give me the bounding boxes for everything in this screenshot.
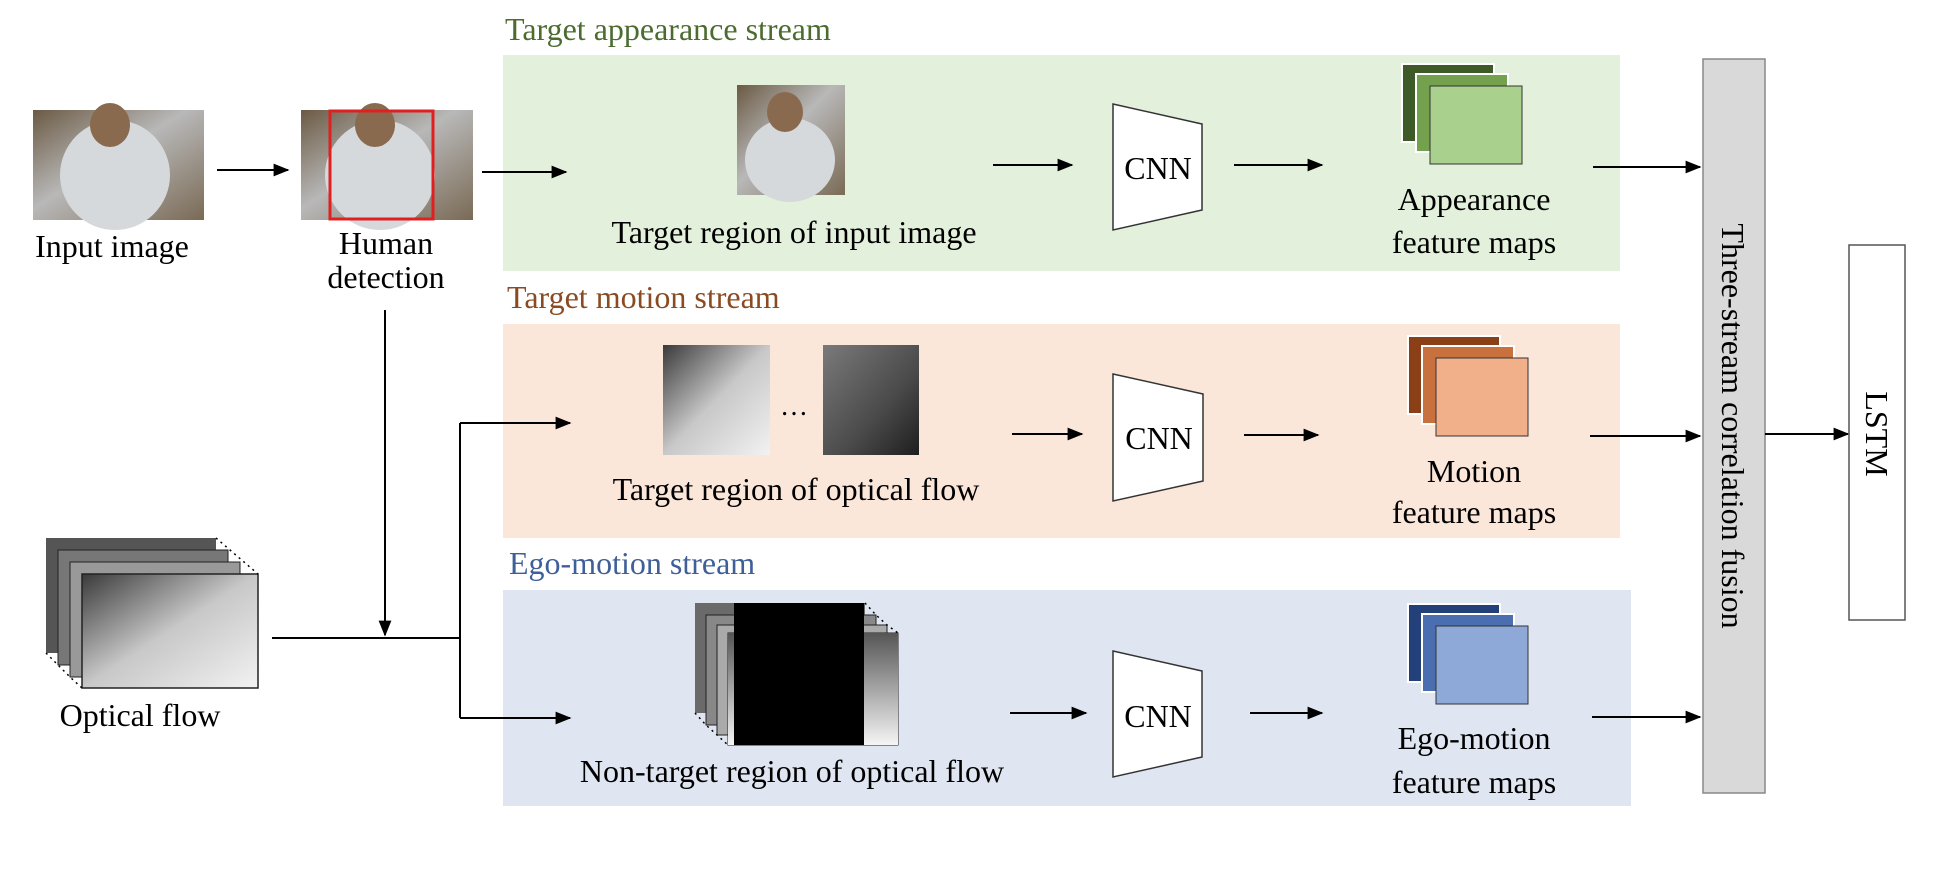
target-region-image-label: Target region of input image: [611, 214, 976, 250]
non-target-region-flow-stack: [694, 602, 899, 746]
human-detection-label-line2: detection: [327, 259, 444, 295]
fusion-label: Three-stream correlation fusion: [1715, 223, 1751, 628]
motion-feature-maps-label-line2: feature maps: [1392, 494, 1556, 530]
ego-motion-feature-map-layer-3: [1435, 625, 1529, 705]
human-detection-thumbnail: [301, 103, 473, 230]
appearance-cnn-block: [1112, 103, 1203, 231]
input-image-label: Input image: [35, 228, 189, 264]
motion-feature-maps-icon: [1407, 335, 1529, 437]
detection-bounding-box: [328, 109, 435, 221]
fusion-block: [1702, 58, 1766, 794]
motion-cnn-label: CNN: [1125, 420, 1193, 456]
motion-stream-title: Target motion stream: [507, 279, 780, 315]
appearance-stream-title: Target appearance stream: [505, 11, 831, 47]
appearance-cnn-label: CNN: [1124, 150, 1192, 186]
non-target-region-flow-label: Non-target region of optical flow: [580, 753, 1004, 789]
motion-feature-map-layer-3: [1435, 357, 1529, 437]
appearance-feature-maps-icon: [1401, 63, 1523, 165]
ego-cnn-label: CNN: [1124, 698, 1192, 734]
ego-motion-feature-maps-label-line2: feature maps: [1392, 764, 1556, 800]
ego-motion-feature-maps-label-line1: Ego-motion: [1398, 720, 1551, 756]
appearance-feature-maps-label-line2: feature maps: [1392, 224, 1556, 260]
target-region-image-thumbnail: [737, 85, 845, 202]
lstm-label: LSTM: [1859, 391, 1895, 476]
input-image-thumbnail: [33, 103, 204, 230]
appearance-feature-maps-label-line1: Appearance: [1398, 181, 1551, 217]
human-detection-label-line1: Human: [339, 225, 433, 261]
ego-cnn-block: [1112, 650, 1203, 778]
appearance-feature-map-layer-3: [1429, 85, 1523, 165]
lstm-block: [1848, 244, 1906, 621]
target-region-flow-thumbnail-2: [823, 345, 919, 455]
optical-flow-stack: [45, 537, 259, 689]
optical-flow-label: Optical flow: [60, 697, 221, 733]
target-region-flow-thumbnail-1: [663, 345, 770, 455]
motion-cnn-block: [1112, 373, 1204, 502]
ego-motion-feature-maps-icon: [1407, 603, 1529, 705]
motion-feature-maps-label-line1: Motion: [1427, 453, 1521, 489]
target-region-flow-label: Target region of optical flow: [613, 471, 980, 507]
ego-motion-stream-title: Ego-motion stream: [509, 545, 755, 581]
flow-ellipsis: …: [780, 391, 808, 422]
